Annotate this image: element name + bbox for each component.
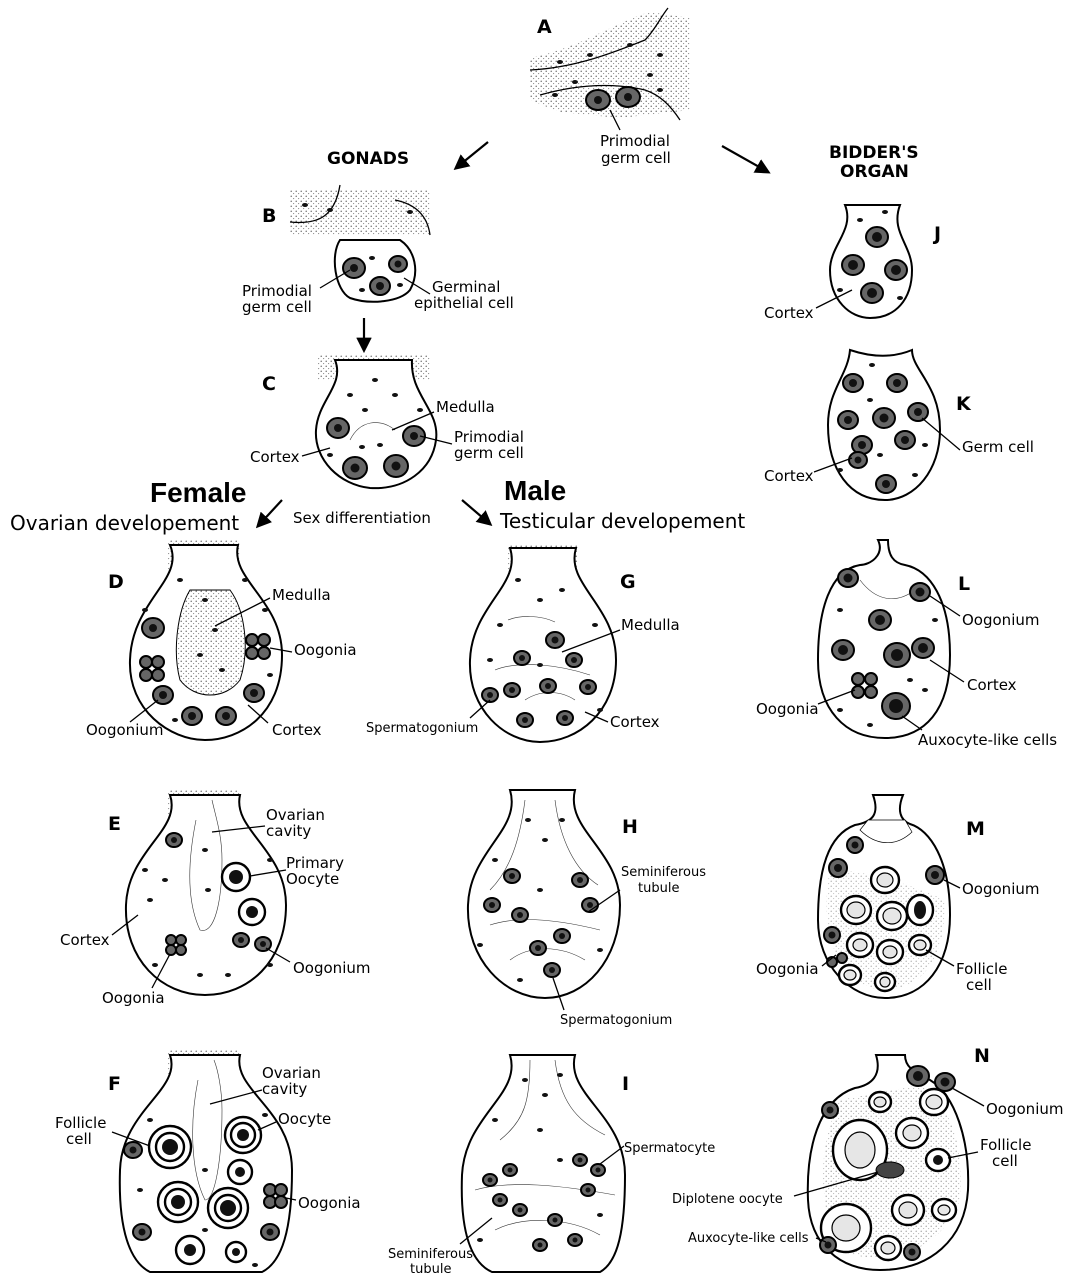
f-label-cavity-2: cavity [262,1080,307,1098]
b-label-pgc-2: germ cell [242,298,312,316]
panel-d-drawing [130,540,282,740]
k-label-germ: Germ cell [962,438,1034,456]
n-label-follicle-2: cell [992,1152,1018,1170]
panel-n-drawing [808,1055,968,1270]
e-label-cavity-2: cavity [266,822,311,840]
panel-g-drawing [470,545,616,742]
j-label-cortex: Cortex [764,304,814,322]
heading-male: Male [504,475,566,506]
m-label-oogonium: Oogonium [962,880,1039,898]
f-label-oocyte: Oocyte [278,1110,331,1128]
arrow-to-male [462,500,490,524]
g-label-medulla: Medulla [621,616,680,634]
h-label-spermatogonium: Spermatogonium [560,1013,672,1028]
panel-k-drawing [828,350,940,500]
panel-letter-l: L [958,573,970,595]
heading-ovarian: Ovarian developement [10,511,239,535]
e-label-oogonia: Oogonia [102,989,165,1007]
heading-gonads: GONADS [327,149,409,169]
panel-letter-b: B [262,205,276,227]
m-label-follicle-2: cell [966,976,992,994]
panel-letter-f: F [108,1073,121,1095]
d-label-medulla: Medulla [272,586,331,604]
panel-letter-d: D [108,571,124,593]
l-label-oogonia: Oogonia [756,700,819,718]
arrow-to-female [258,500,282,526]
c-label-medulla: Medulla [436,398,495,416]
heading-female: Female [150,477,247,508]
panel-letter-g: G [620,571,636,593]
panel-h-drawing [468,790,620,998]
panel-l-drawing [818,540,950,738]
i-label-spermatocyte: Spermatocyte [624,1141,715,1156]
d-label-oogonia: Oogonia [294,641,357,659]
panel-letter-n: N [974,1045,990,1067]
panel-a-drawing [530,8,690,120]
e-label-cortex: Cortex [60,931,110,949]
panel-m-drawing [818,795,950,998]
e-label-oogonium: Oogonium [293,959,370,977]
n-label-diplotene: Diplotene oocyte [672,1192,783,1207]
h-label-sem-1: Seminiferous [621,865,706,880]
a-label-pgc-1: Primodial [600,132,670,150]
h-label-sem-2: tubule [638,881,679,896]
heading-testicular: Testicular developement [499,509,745,533]
l-label-auxocyte: Auxocyte-like cells [918,731,1057,749]
panel-e-drawing [126,790,286,995]
a-label-pgc-2: germ cell [601,149,671,167]
heading-bidders-line2: ORGAN [840,162,909,182]
c-label-cortex: Cortex [250,448,300,466]
panel-letter-k: K [956,393,972,415]
b-label-gec-2: epithelial cell [414,294,514,312]
f-label-oogonia: Oogonia [298,1194,361,1212]
i-label-sem-1: Seminiferous [388,1247,473,1262]
heading-sex-differentiation: Sex differentiation [293,509,431,527]
g-label-spermatogonium: Spermatogonium [366,721,478,736]
panel-letter-a: A [537,16,552,38]
panel-j-drawing [830,205,912,318]
g-label-cortex: Cortex [610,713,660,731]
m-label-oogonia: Oogonia [756,960,819,978]
k-label-cortex: Cortex [764,467,814,485]
f-label-follicle-2: cell [66,1130,92,1148]
panel-letter-m: M [966,818,985,840]
l-label-cortex: Cortex [967,676,1017,694]
panel-letter-i: I [622,1073,629,1095]
l-label-oogonium: Oogonium [962,611,1039,629]
i-label-sem-2: tubule [410,1262,451,1274]
panel-letter-j: J [932,223,941,245]
d-label-cortex: Cortex [272,721,322,739]
arrow-to-gonads [456,142,488,168]
n-label-auxocyte: Auxocyte-like cells [688,1231,809,1246]
panel-letter-h: H [622,816,638,838]
panel-letter-c: C [262,373,276,395]
heading-bidders-line1: BIDDER'S [829,143,919,163]
n-pointer-oogonium [952,1088,984,1106]
panel-letter-e: E [108,813,121,835]
n-label-oogonium: Oogonium [986,1100,1063,1118]
d-label-oogonium: Oogonium [86,721,163,739]
arrow-to-bidders-organ [722,146,768,172]
panel-c-drawing [316,355,436,488]
e-label-primary-2: Oocyte [286,870,339,888]
c-label-pgc-2: germ cell [454,444,524,462]
